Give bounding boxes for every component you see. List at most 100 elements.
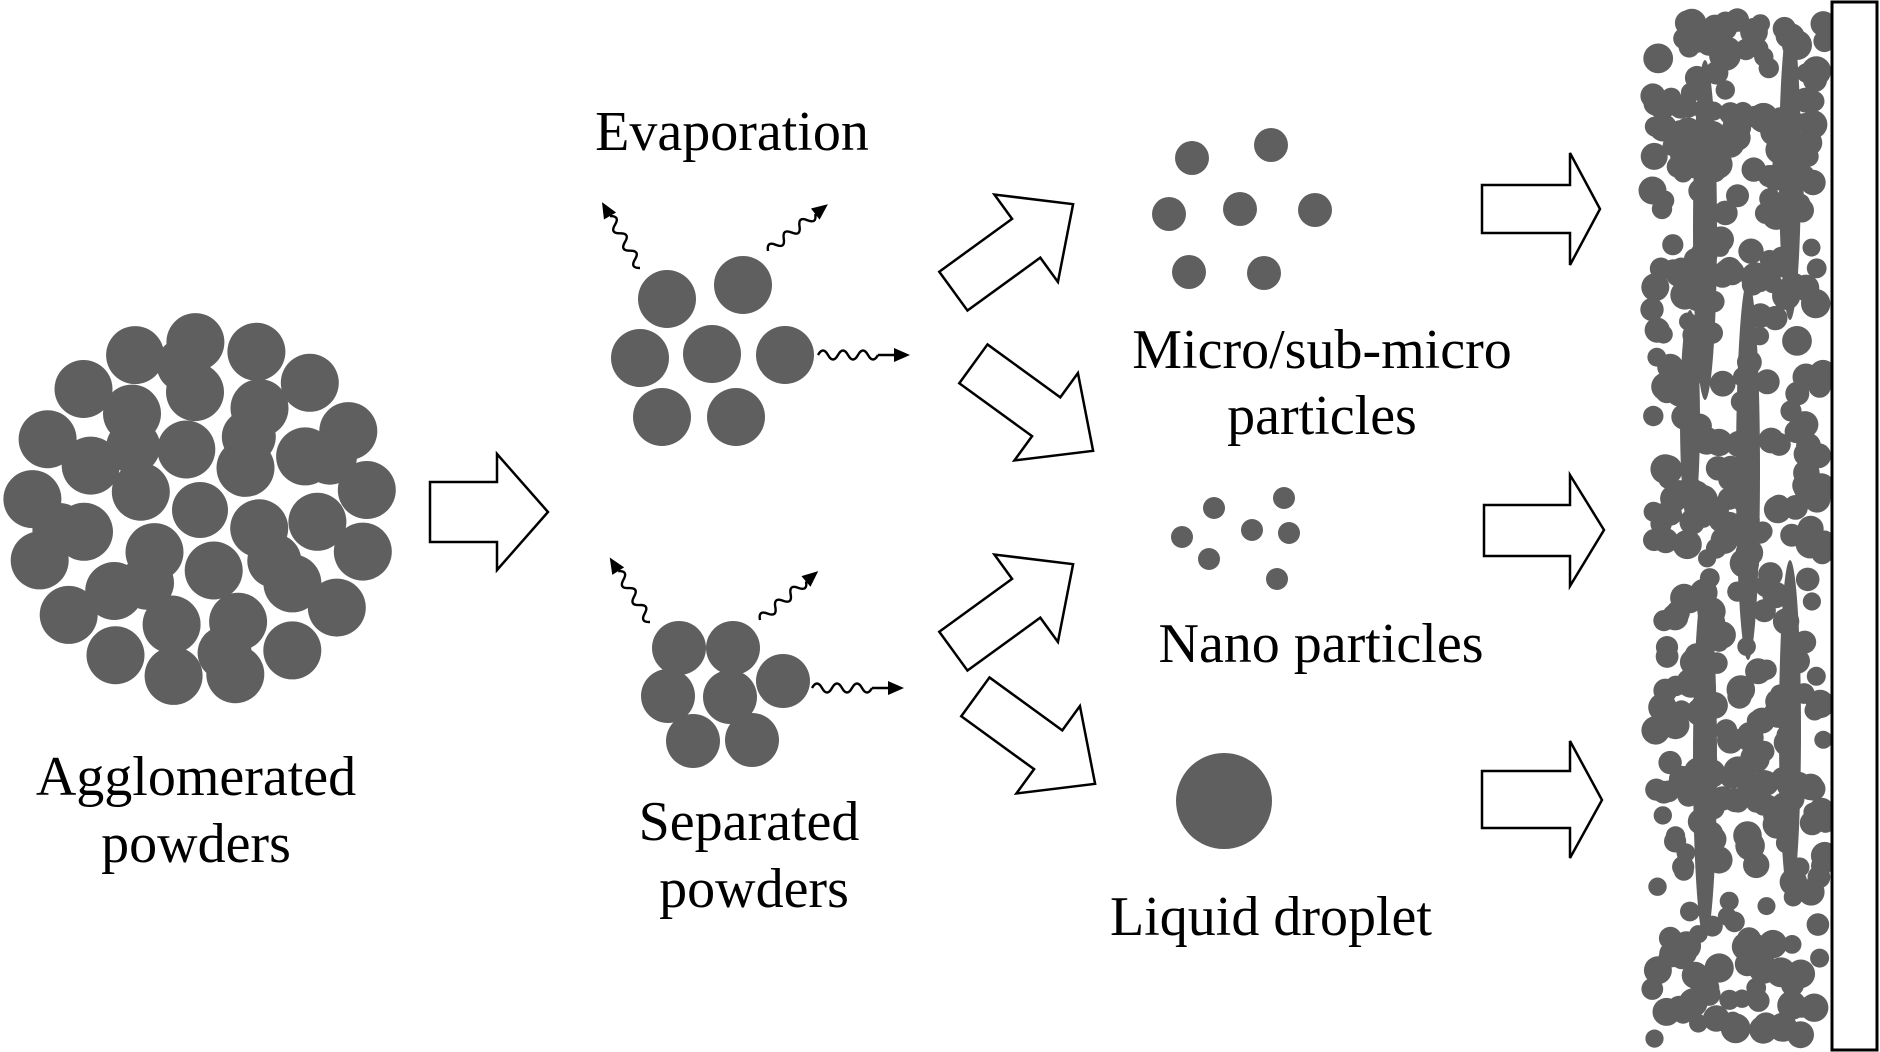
- particle: [1662, 234, 1684, 256]
- particle: [1650, 454, 1680, 484]
- particle: [1668, 765, 1696, 793]
- particle: [1704, 953, 1734, 983]
- particle: [706, 621, 760, 675]
- particle: [1697, 204, 1717, 224]
- particle: [1689, 1014, 1708, 1033]
- particle: [1789, 198, 1815, 223]
- separated-label-line2: powders: [659, 858, 849, 920]
- particle: [156, 337, 211, 392]
- particle: [1714, 260, 1736, 282]
- particle: [1701, 322, 1723, 344]
- particle: [32, 503, 87, 557]
- particle: [1717, 907, 1737, 926]
- particle: [157, 420, 216, 479]
- particle: [1648, 90, 1677, 120]
- particle: [1778, 799, 1798, 819]
- particle: [1675, 943, 1697, 965]
- particle: [1801, 288, 1831, 319]
- evaporation-label: Evaporation: [595, 101, 869, 163]
- particle: [1802, 238, 1821, 257]
- particle: [1664, 830, 1687, 853]
- particle: [1719, 891, 1739, 911]
- particle: [1643, 501, 1664, 522]
- particle: [1803, 68, 1827, 92]
- particle: [1172, 255, 1206, 289]
- nano-label: Nano particles: [1159, 613, 1484, 675]
- particle: [1797, 878, 1825, 906]
- particle: [1643, 405, 1664, 427]
- particle: [227, 322, 286, 381]
- particle: [1241, 519, 1263, 541]
- particle: [1708, 509, 1732, 532]
- nano-particles-group: [1171, 487, 1300, 590]
- particle: [1643, 43, 1674, 74]
- particle: [1810, 11, 1836, 37]
- particle: [1740, 17, 1768, 46]
- particle: [1735, 539, 1764, 567]
- particle: [1749, 522, 1771, 544]
- particle: [307, 578, 366, 637]
- particle: [1773, 729, 1801, 757]
- particle: [1763, 495, 1792, 524]
- particle: [221, 409, 276, 464]
- particle: [1658, 502, 1682, 526]
- particle: [1783, 887, 1803, 907]
- particle: [1772, 608, 1800, 635]
- separated-label-line1: Separated: [639, 791, 860, 853]
- particle: [1175, 141, 1209, 175]
- particle: [1806, 443, 1832, 469]
- particle: [1700, 826, 1727, 853]
- particle: [1811, 542, 1833, 565]
- agglomerated-label-line1: Agglomerated: [36, 746, 356, 808]
- particle: [1666, 482, 1692, 508]
- particle: [106, 419, 161, 474]
- particle: [1683, 248, 1707, 271]
- particle: [1665, 377, 1696, 407]
- particle: [1775, 832, 1797, 854]
- particle: [1298, 193, 1332, 227]
- process-arrow-nano: [1482, 470, 1606, 591]
- particle: [1644, 716, 1669, 741]
- particle: [707, 388, 765, 446]
- particle: [1782, 935, 1802, 954]
- particle: [1667, 995, 1692, 1021]
- particle: [1725, 430, 1753, 458]
- particle: [1806, 258, 1827, 279]
- micro-label-line1: Micro/sub-micro: [1132, 319, 1511, 381]
- particle: [1802, 592, 1821, 611]
- particle: [1733, 366, 1754, 388]
- particle: [1810, 948, 1830, 968]
- particle: [1673, 860, 1694, 881]
- particle: [288, 492, 347, 551]
- particle: [1198, 548, 1220, 570]
- particle: [1767, 432, 1791, 456]
- particle: [18, 410, 77, 469]
- particle: [714, 256, 772, 314]
- particle: [1680, 82, 1701, 103]
- particle: [1713, 200, 1738, 226]
- particle: [1784, 420, 1808, 444]
- process-arrow-micro: [1480, 152, 1602, 266]
- particle: [1758, 562, 1783, 587]
- agglomerated-label-line2: powders: [101, 813, 291, 875]
- particle: [337, 461, 396, 519]
- particle: [1648, 693, 1677, 722]
- particle: [1706, 652, 1728, 674]
- particle: [1719, 455, 1743, 479]
- particle: [1705, 428, 1733, 457]
- particle: [1266, 568, 1288, 590]
- particle: [1679, 98, 1699, 118]
- vapor-arrow: [764, 204, 828, 256]
- particle: [302, 430, 357, 485]
- evaporation-group-top: [602, 202, 910, 446]
- particle: [1750, 326, 1770, 346]
- micro-label-line2: particles: [1227, 385, 1417, 447]
- particle: [1754, 202, 1777, 224]
- particle: [263, 621, 322, 680]
- particle: [1804, 700, 1825, 721]
- vapor-arrow: [602, 202, 646, 272]
- liquid-droplet: [1176, 753, 1272, 849]
- particle: [1785, 381, 1810, 406]
- particle: [1171, 526, 1193, 548]
- substrate: [1830, 0, 1879, 1052]
